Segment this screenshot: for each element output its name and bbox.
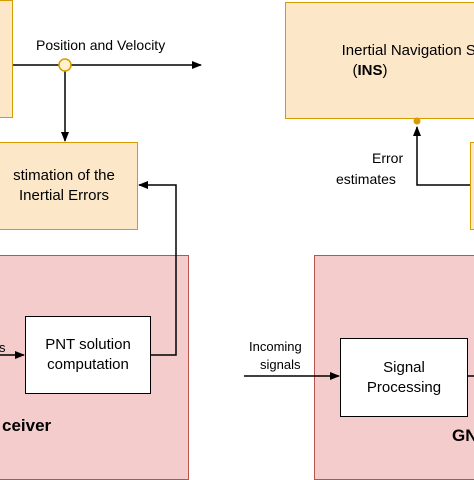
junction-point xyxy=(58,58,72,72)
error-estimation-label-line1: stimation of the xyxy=(13,167,115,184)
position-velocity-label: Position and Velocity xyxy=(36,37,166,53)
signal-processing-block: Signal Processing xyxy=(340,338,468,417)
pnt-feedback-arrow xyxy=(138,181,177,356)
pnt-solution-label-line2: computation xyxy=(47,356,129,373)
signal-processing-line2: Processing xyxy=(366,378,442,396)
ins-paren-open: ( xyxy=(352,61,358,79)
pnt-solution-block: PNT solution computation xyxy=(25,316,151,394)
ins-input-point xyxy=(413,117,421,125)
pnt-solution-label-line1: PNT solution xyxy=(45,336,131,353)
ins-block: Inertial Navigation Sy (INS) xyxy=(285,2,474,119)
left-input-label-fragment: s xyxy=(0,340,6,355)
receiver-label: ceiver xyxy=(2,416,52,435)
signal-processing-line1: Signal xyxy=(383,358,425,376)
ins-title-line1: Inertial Navigation Sy xyxy=(341,41,474,59)
error-estimates-line2: estimates xyxy=(336,171,396,187)
ins-title-line2: (INS) xyxy=(352,61,387,81)
gnss-label-fragment: GN xyxy=(452,426,474,445)
incoming-signals-line2: signals xyxy=(260,357,301,372)
error-estimation-label-line2: Inertial Errors xyxy=(18,187,110,204)
error-estimation-block: stimation of the Inertial Errors xyxy=(0,142,138,230)
error-estimates-line1: Error xyxy=(372,150,404,166)
error-estimates-arrow xyxy=(413,126,470,186)
incoming-signals-line1: Incoming xyxy=(249,339,302,354)
ins-acronym: INS xyxy=(357,61,383,79)
estimation-block-right xyxy=(470,142,474,230)
ins-block-left xyxy=(0,0,13,118)
ins-paren-close: ) xyxy=(382,61,388,79)
